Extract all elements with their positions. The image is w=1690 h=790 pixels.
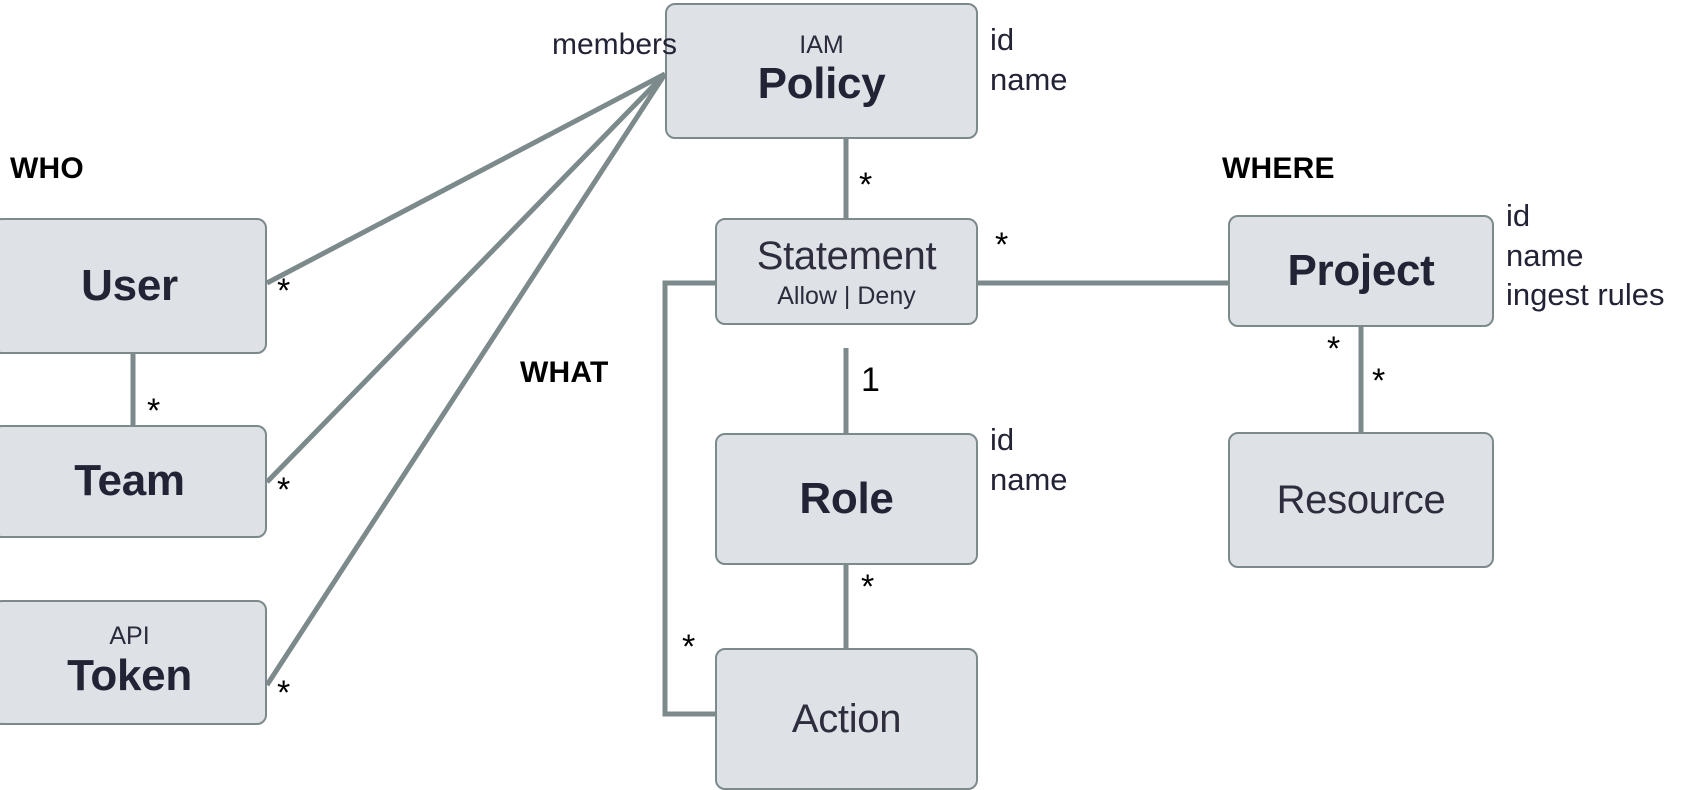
mult-policy-statement: *: [859, 166, 873, 204]
node-api-token-title: Token: [67, 650, 192, 700]
node-statement-footer: Allow | Deny: [777, 281, 916, 310]
attrs-project-line3: ingest rules: [1506, 277, 1665, 313]
attrs-project: id name ingest rules: [1506, 196, 1665, 315]
node-project-title: Project: [1287, 245, 1435, 295]
attrs-project-line1: id: [1506, 198, 1531, 233]
node-role-title: Role: [799, 473, 894, 523]
node-statement[interactable]: Statement Allow | Deny: [715, 218, 978, 325]
edge-user-policy: [265, 71, 667, 286]
attrs-policy-line2: name: [990, 61, 1068, 97]
group-label-who: WHO: [10, 152, 84, 185]
node-role[interactable]: Role: [715, 433, 978, 565]
node-policy-title: Policy: [757, 59, 886, 109]
mult-project-resource-b: *: [1372, 362, 1386, 400]
attrs-role-line1: id: [990, 422, 1015, 457]
group-label-where: WHERE: [1222, 152, 1335, 185]
mult-statement-action: *: [682, 628, 696, 666]
edge-token-policy: [264, 72, 668, 687]
mult-token-policy: *: [277, 674, 291, 712]
mult-project-resource-a: *: [1327, 330, 1341, 368]
edge-team-policy: [265, 72, 667, 484]
mult-statement-role: 1: [861, 361, 880, 399]
node-statement-title: Statement: [756, 233, 937, 278]
node-policy[interactable]: IAM Policy: [665, 3, 978, 139]
node-policy-subtitle: IAM: [799, 30, 844, 59]
node-team[interactable]: Team: [0, 425, 267, 538]
mult-role-action: *: [861, 568, 875, 606]
mult-team-policy: *: [277, 471, 291, 509]
node-api-token-subtitle: API: [109, 622, 150, 651]
group-label-what: WHAT: [520, 356, 609, 389]
mult-user-policy: *: [277, 272, 291, 310]
node-project[interactable]: Project: [1228, 215, 1494, 327]
node-resource[interactable]: Resource: [1228, 432, 1494, 568]
node-user[interactable]: User: [0, 218, 267, 354]
attrs-policy: id name: [990, 20, 1068, 99]
node-api-token[interactable]: API Token: [0, 600, 267, 725]
node-resource-title: Resource: [1276, 478, 1446, 522]
attrs-role: id name: [990, 420, 1068, 499]
node-action[interactable]: Action: [715, 648, 978, 790]
attrs-policy-line1: id: [990, 22, 1015, 57]
edge-statement-action: [662, 280, 715, 717]
node-action-title: Action: [791, 697, 902, 741]
edge-label-members: members: [552, 28, 678, 61]
mult-statement-project: *: [995, 226, 1009, 264]
node-team-title: Team: [74, 456, 185, 506]
mult-user-team: *: [147, 392, 161, 430]
attrs-project-line2: name: [1506, 237, 1584, 273]
attrs-role-line2: name: [990, 461, 1068, 497]
node-user-title: User: [81, 260, 178, 310]
